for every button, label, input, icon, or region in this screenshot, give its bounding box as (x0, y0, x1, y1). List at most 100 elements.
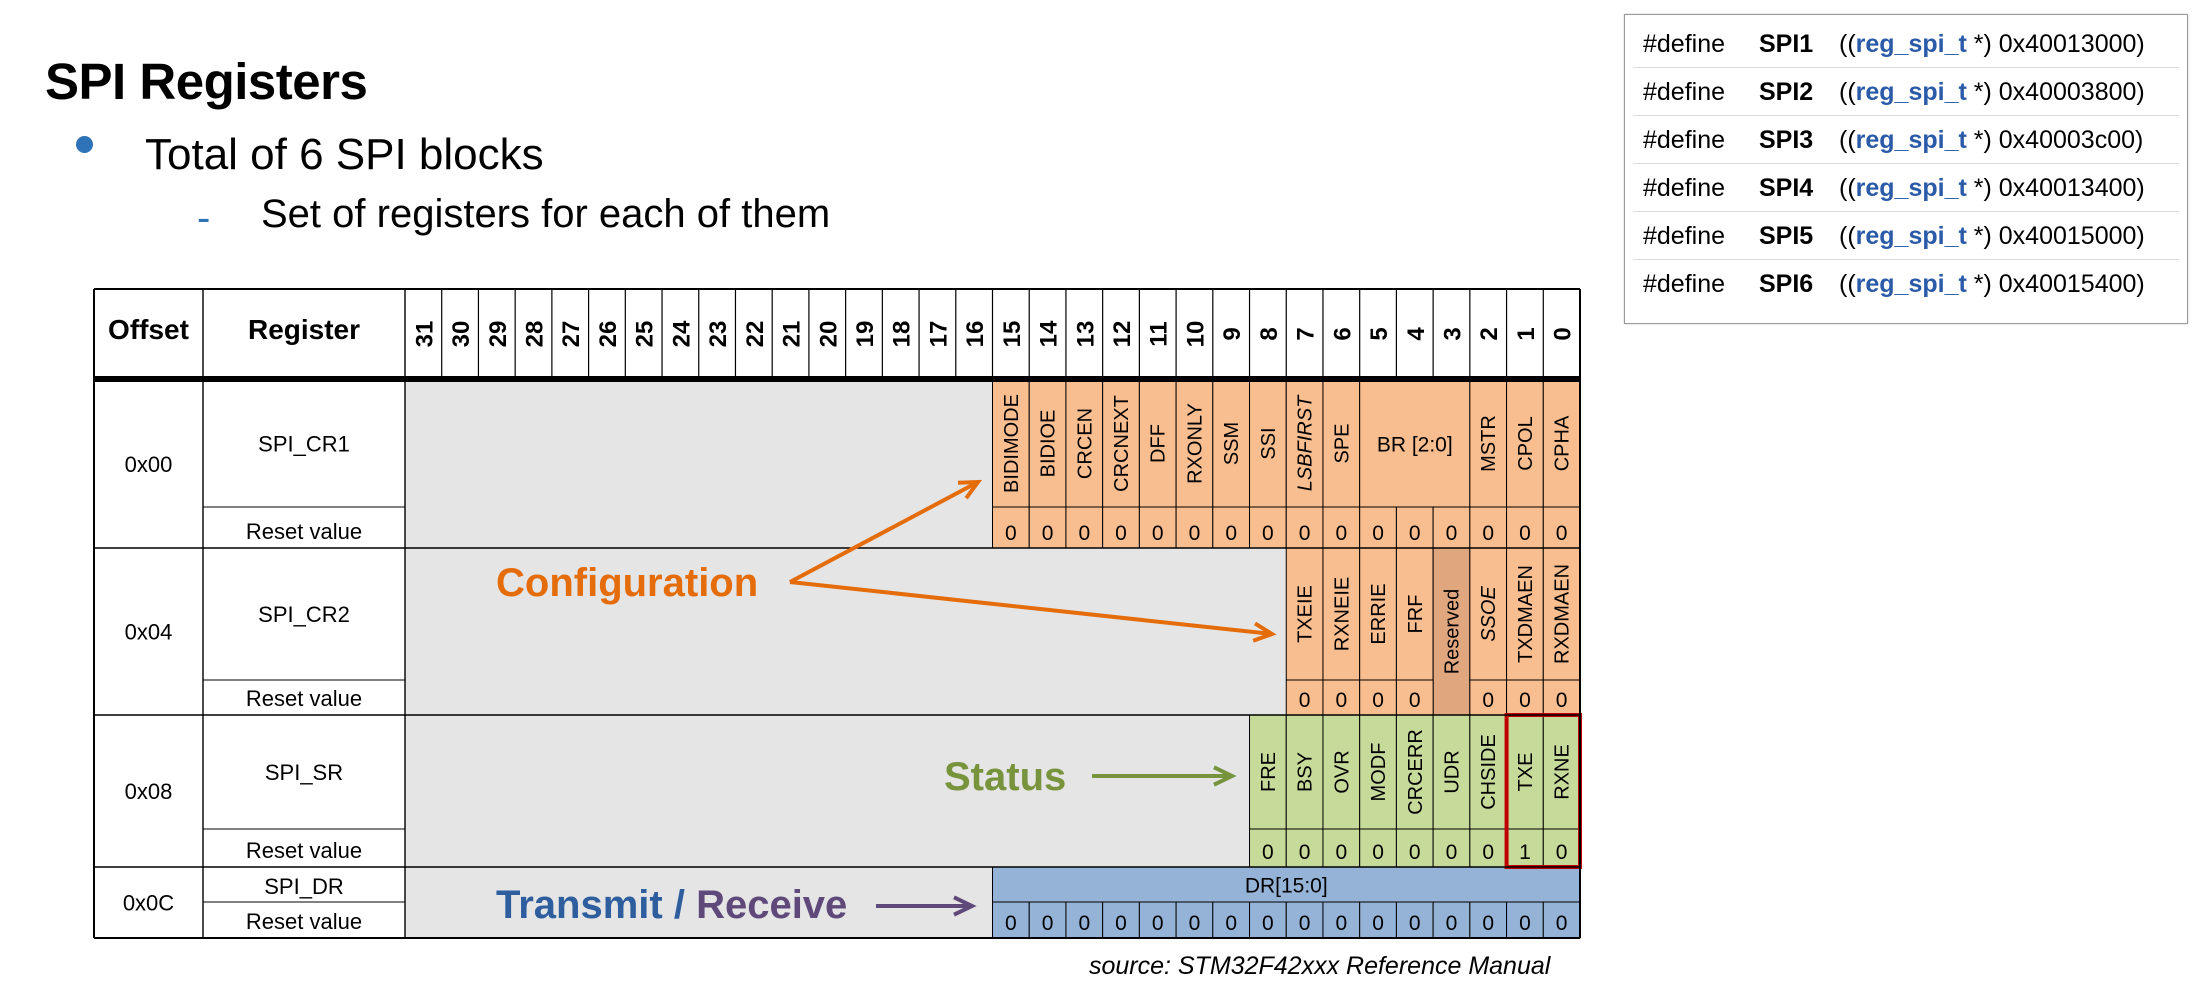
define-keyword: #define (1643, 222, 1726, 250)
reset-cell (1469, 901, 1508, 939)
field-label: CRCERR (1405, 729, 1427, 815)
reset-value-label: Reset value (246, 838, 362, 863)
define-type: reg_spi_t (1855, 30, 1967, 58)
transmit-receive-arrow-head (953, 895, 977, 917)
bit-number: 24 (668, 320, 695, 347)
field-cell (1359, 547, 1397, 681)
header-offset: Offset (108, 314, 189, 345)
field-cell (1138, 379, 1177, 508)
bit-number: 9 (1219, 327, 1246, 340)
source-citation: source: STM32F42xxx Reference Manual (1089, 952, 1551, 980)
reset-cell (1359, 901, 1397, 939)
bullet-dot-icon (76, 136, 93, 153)
reset-value: 0 (1335, 912, 1347, 935)
unused-bits-area (405, 715, 1250, 867)
bit-number: 10 (1182, 321, 1209, 348)
field-cell (1028, 379, 1067, 508)
reset-value: 0 (1519, 522, 1531, 545)
field-label: SSM (1221, 422, 1243, 465)
bit-number: 31 (411, 321, 438, 348)
field-cell (1322, 714, 1361, 830)
reset-value: 0 (1482, 522, 1494, 545)
register-offset: 0x00 (125, 452, 173, 477)
field-cell (992, 379, 1030, 508)
bit-number: 23 (705, 321, 732, 348)
status-label: Status (944, 755, 1066, 799)
field-label: ERRIE (1368, 583, 1390, 644)
field-label: BR [2:0] (1377, 434, 1453, 457)
reset-value: 0 (1005, 522, 1017, 545)
define-type: reg_spi_t (1855, 270, 1967, 298)
bit-number: 2 (1476, 327, 1503, 340)
reset-value: 0 (1152, 912, 1164, 935)
bit-number: 18 (889, 321, 916, 348)
define-name: SPI1 (1759, 30, 1814, 58)
define-cast: ((reg_spi_t *) 0x40015400) (1839, 270, 2145, 298)
reset-value: 0 (1262, 912, 1274, 935)
field-label: DR[15:0] (1245, 875, 1328, 898)
register-name: SPI_CR1 (258, 432, 350, 457)
field-label: SSOE (1478, 586, 1500, 642)
register-offset: 0x04 (125, 620, 173, 645)
reset-value: 0 (1152, 522, 1164, 545)
field-label: FRF (1405, 595, 1427, 634)
reset-value: 0 (1299, 689, 1311, 712)
reset-cell (1432, 506, 1471, 549)
receive-label: Receive (696, 883, 847, 927)
bit-number: 3 (1439, 327, 1466, 340)
define-keyword: #define (1643, 174, 1726, 202)
bit-number: 1 (1513, 327, 1540, 340)
unused-bits-area (405, 548, 1287, 715)
reset-value: 0 (1446, 841, 1458, 864)
field-label: CPHA (1552, 415, 1574, 471)
field-cell (1065, 379, 1104, 508)
define-row: #define SPI1 ((reg_spi_t *) 0x40013000) (1633, 21, 2179, 68)
bit-number: 29 (485, 321, 512, 348)
define-row: #define SPI3 ((reg_spi_t *) 0x40003c00) (1633, 117, 2179, 164)
bit-number: 16 (962, 321, 989, 348)
configuration-label: Configuration (496, 561, 758, 605)
reset-value: 0 (1409, 522, 1421, 545)
reset-cell (1469, 679, 1508, 716)
field-cell (1432, 714, 1471, 830)
reset-cell (1359, 679, 1397, 716)
define-cast: ((reg_spi_t *) 0x40003800) (1839, 78, 2145, 106)
reset-cell (1249, 901, 1287, 939)
define-keyword: #define (1643, 78, 1726, 106)
field-label: RXDMAEN (1552, 564, 1574, 664)
field-label: UDR (1441, 750, 1463, 793)
field-label: RXNE (1552, 744, 1574, 800)
field-label: TXEIE (1295, 585, 1317, 643)
define-cast: ((reg_spi_t *) 0x40003c00) (1839, 126, 2144, 154)
reset-value: 0 (1372, 689, 1384, 712)
reset-value: 0 (1225, 912, 1237, 935)
bit-number: 11 (1146, 321, 1173, 346)
register-offset: 0x0C (123, 891, 174, 916)
bit-number: 6 (1329, 327, 1356, 340)
define-name: SPI4 (1759, 174, 1814, 202)
reset-cell (1175, 901, 1214, 939)
reset-value-label: Reset value (246, 686, 362, 711)
bit-number: 26 (595, 321, 622, 348)
reset-cell (1542, 506, 1581, 549)
define-cast: ((reg_spi_t *) 0x40015000) (1839, 222, 2145, 250)
reset-cell (1395, 506, 1434, 549)
reset-value: 0 (1115, 912, 1127, 935)
bit-number: 7 (1293, 327, 1320, 340)
field-label: SPE (1331, 423, 1353, 463)
bit-number: 27 (558, 321, 585, 348)
field-label: CPOL (1515, 416, 1537, 470)
reset-value: 0 (1299, 912, 1311, 935)
configuration-arrow-head (957, 479, 983, 500)
field-label: MODF (1368, 743, 1390, 802)
bit-number: 30 (448, 321, 475, 348)
reset-value: 0 (1409, 689, 1421, 712)
field-cell (1285, 547, 1324, 681)
reset-value: 0 (1189, 912, 1201, 935)
reset-value: 0 (1409, 841, 1421, 864)
bit-number: 22 (742, 321, 769, 348)
define-keyword: #define (1643, 126, 1726, 154)
field-label: Reserved (1441, 589, 1463, 675)
field-label: RXONLY (1184, 403, 1206, 484)
